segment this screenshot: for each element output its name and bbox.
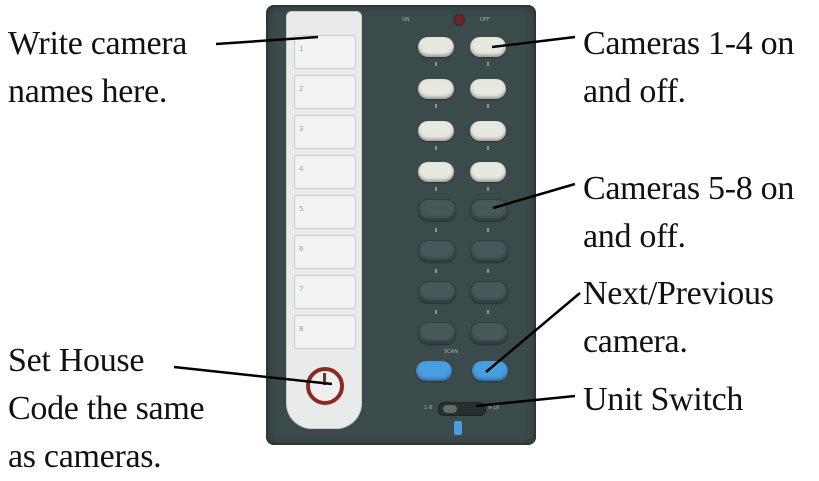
callout-cameras-1-4-line2: and off. <box>583 73 686 110</box>
strip-number-7: 7 <box>299 285 304 293</box>
camera-name-label-panel: 1 2 3 4 5 6 7 8 <box>286 11 362 429</box>
camera-4-off-button[interactable] <box>470 162 506 182</box>
camera-7-off-button[interactable] <box>470 281 508 303</box>
callout-house-code-line3: as cameras. <box>8 438 162 475</box>
button-tick-2 <box>487 62 489 66</box>
camera-1-off-button[interactable] <box>470 37 506 57</box>
callout-next-previous-line2: camera. <box>583 323 688 360</box>
on-header-label: ON <box>402 17 410 23</box>
button-tick-4 <box>487 104 489 108</box>
button-tick-6 <box>487 146 489 150</box>
callout-write-names: Write camera names here. <box>8 20 187 116</box>
camera-3-off-button[interactable] <box>470 121 506 141</box>
strip-number-4: 4 <box>299 165 304 173</box>
callout-house-code-line2: Code the same <box>8 390 205 427</box>
strip-number-5: 5 <box>299 205 304 213</box>
camera-name-strip-1[interactable]: 1 <box>294 35 356 69</box>
unit-switch-knob[interactable] <box>443 405 457 413</box>
previous-camera-button[interactable] <box>416 361 452 381</box>
callout-house-code-line1: Set House <box>8 342 145 379</box>
strip-number-6: 6 <box>299 245 304 253</box>
button-tick-10 <box>487 228 489 232</box>
house-code-dial[interactable] <box>306 367 344 405</box>
callout-house-code: Set House Code the same as cameras. <box>8 337 205 481</box>
scan-label: SCAN <box>444 349 458 355</box>
button-tick-8 <box>487 187 489 191</box>
button-tick-7 <box>435 187 437 191</box>
callout-write-names-line2: names here. <box>8 73 168 110</box>
camera-6-off-button[interactable] <box>470 240 508 262</box>
callout-cameras-5-8: Cameras 5-8 on and off. <box>583 165 794 261</box>
button-tick-13 <box>435 310 437 314</box>
camera-1-on-button[interactable] <box>418 37 454 57</box>
callout-cameras-5-8-line1: Cameras 5-8 on <box>583 170 795 207</box>
button-tick-12 <box>487 269 489 273</box>
button-tick-3 <box>435 104 437 108</box>
camera-7-on-button[interactable] <box>418 281 456 303</box>
camera-name-strip-4[interactable]: 4 <box>294 155 356 189</box>
camera-8-off-button[interactable] <box>470 322 508 344</box>
camera-8-on-button[interactable] <box>418 322 456 344</box>
camera-2-on-button[interactable] <box>418 79 454 99</box>
callout-cameras-1-4-line1: Cameras 1-4 on <box>583 25 795 62</box>
unit-switch-left-label: 1-8 <box>424 405 433 411</box>
button-tick-1 <box>435 62 437 66</box>
unit-switch-right-label: 9-16 <box>488 405 500 411</box>
camera-5-on-button[interactable] <box>418 199 456 221</box>
callout-unit-switch-line1: Unit Switch <box>583 381 744 418</box>
strip-number-8: 8 <box>299 325 304 333</box>
indicator-led <box>454 15 464 25</box>
camera-name-strip-5[interactable]: 5 <box>294 195 356 229</box>
camera-6-on-button[interactable] <box>418 240 456 262</box>
off-header-label: OFF <box>480 17 490 23</box>
unit-switch[interactable] <box>438 402 486 416</box>
callout-cameras-1-4: Cameras 1-4 on and off. <box>583 20 794 116</box>
callout-unit-switch: Unit Switch <box>583 376 743 424</box>
strip-number-2: 2 <box>299 85 304 93</box>
next-camera-button[interactable] <box>472 361 508 381</box>
remote-control: 1 2 3 4 5 6 7 8 ON OFF SCAN 1-8 9-16 <box>266 5 536 445</box>
camera-3-on-button[interactable] <box>418 121 454 141</box>
bottom-slider[interactable] <box>454 421 462 435</box>
strip-number-1: 1 <box>299 45 304 53</box>
callout-cameras-5-8-line2: and off. <box>583 218 686 255</box>
camera-2-off-button[interactable] <box>470 79 506 99</box>
camera-name-strip-6[interactable]: 6 <box>294 235 356 269</box>
camera-5-off-button[interactable] <box>470 199 508 221</box>
camera-name-strip-7[interactable]: 7 <box>294 275 356 309</box>
callout-write-names-line1: Write camera <box>8 25 188 62</box>
camera-name-strip-2[interactable]: 2 <box>294 75 356 109</box>
callout-next-previous: Next/Previous camera. <box>583 270 774 366</box>
button-tick-11 <box>435 269 437 273</box>
button-tick-9 <box>435 228 437 232</box>
camera-4-on-button[interactable] <box>418 162 454 182</box>
button-tick-5 <box>435 146 437 150</box>
button-tick-14 <box>487 310 489 314</box>
strip-number-3: 3 <box>299 125 304 133</box>
callout-next-previous-line1: Next/Previous <box>583 275 774 312</box>
camera-name-strip-8[interactable]: 8 <box>294 315 356 349</box>
camera-name-strip-3[interactable]: 3 <box>294 115 356 149</box>
